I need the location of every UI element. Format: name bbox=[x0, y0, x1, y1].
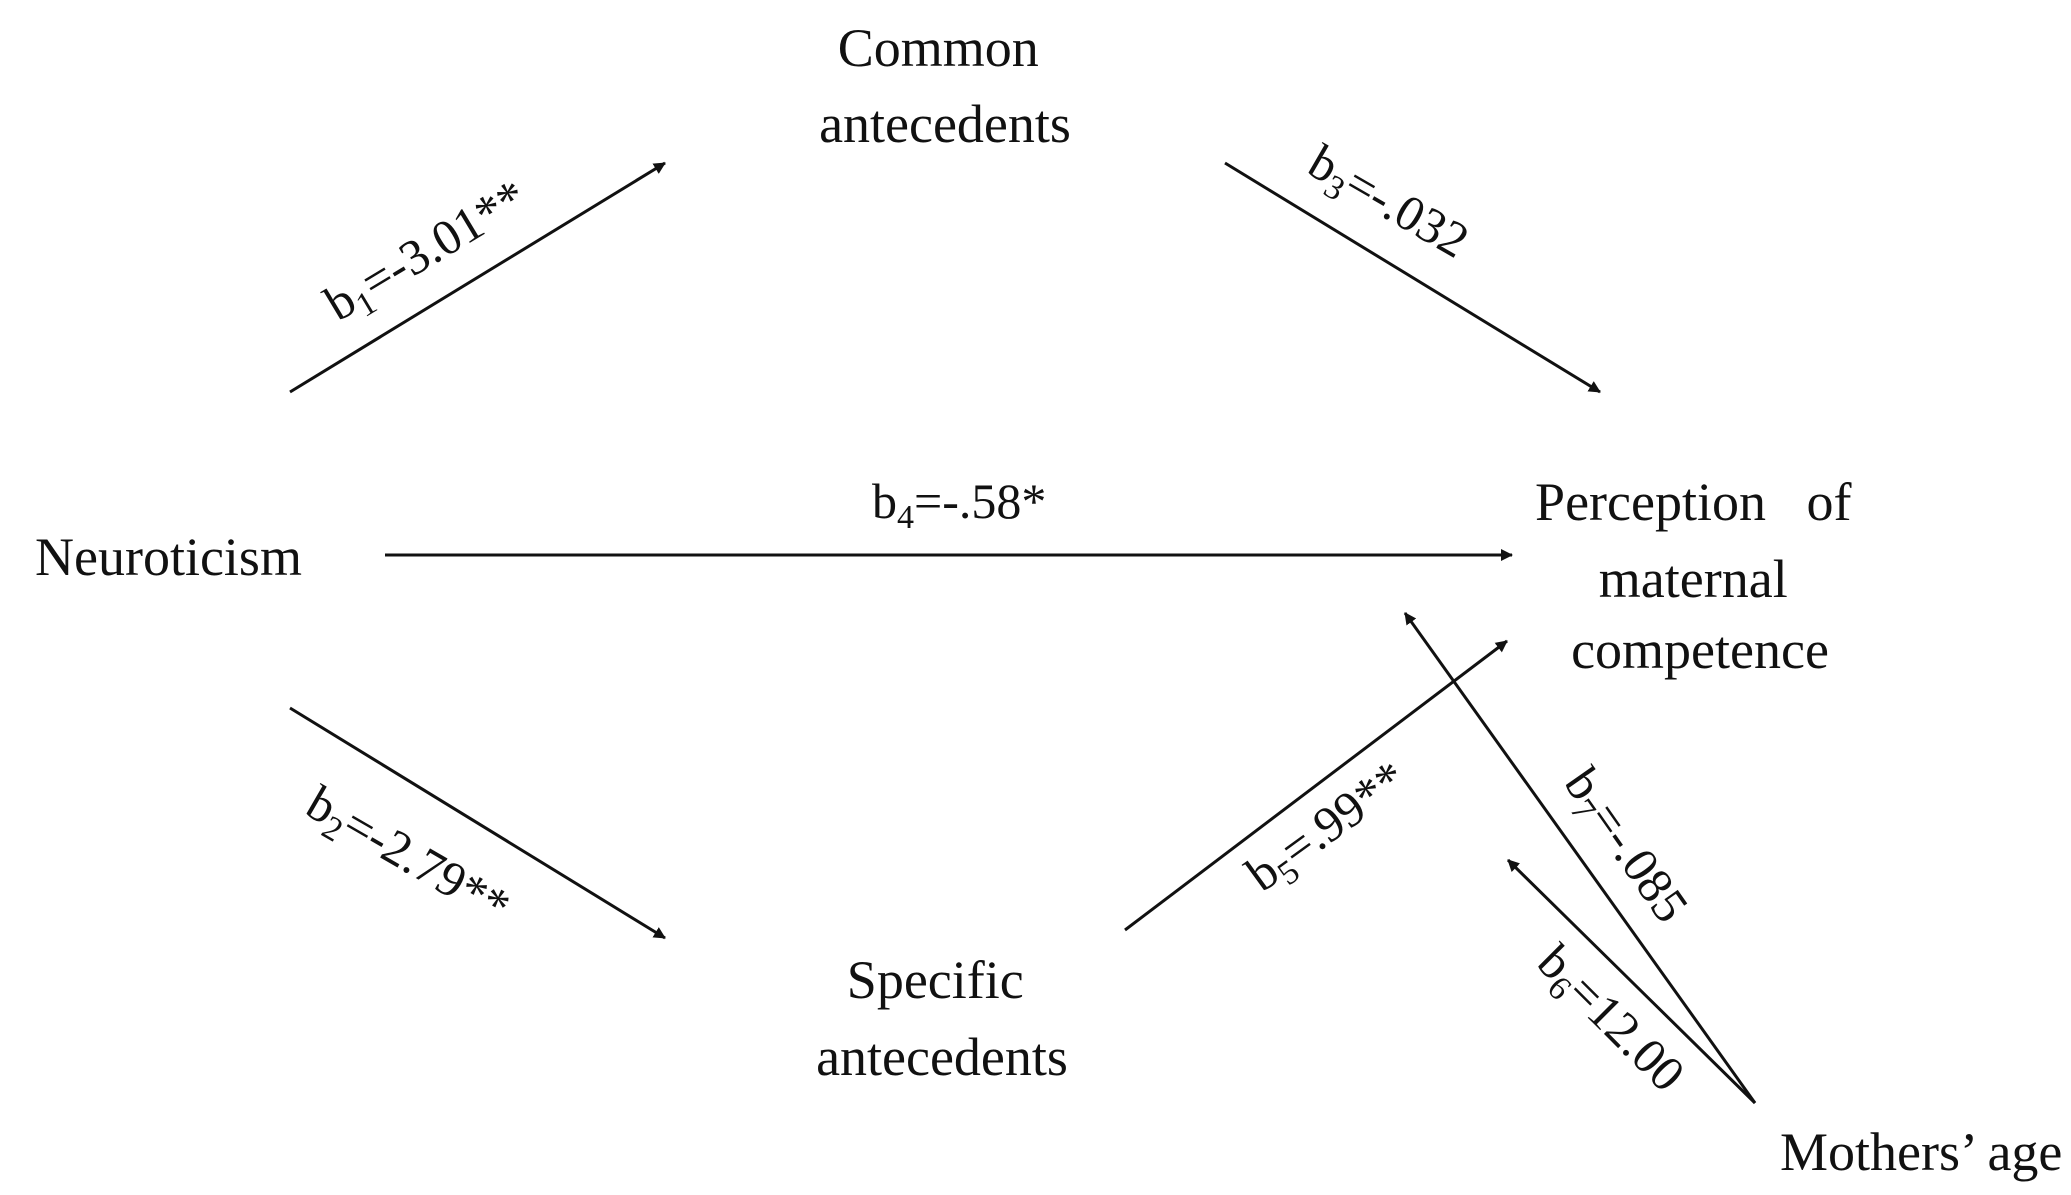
coef-b5: b5=.99** bbox=[1236, 749, 1421, 907]
coef-b3: b3=-.032 bbox=[1296, 133, 1478, 275]
coef-b4-value: =-.58* bbox=[914, 473, 1046, 529]
coef-b6-value: =12.00 bbox=[1557, 963, 1696, 1102]
node-specific-antecedents: Specific antecedents bbox=[816, 950, 1068, 1087]
coef-b1-value: =-3.01** bbox=[351, 168, 536, 310]
coef-b2: b2=-2.79** bbox=[294, 774, 520, 941]
arrow-b5-specific-to-perception bbox=[1124, 639, 1508, 932]
node-common-line-1: Common bbox=[838, 18, 1039, 78]
coef-b4: b4=-.58* bbox=[872, 473, 1046, 536]
node-perception-maternal-competence: Perception of maternal competence bbox=[1535, 472, 1865, 680]
arrow-b2-neuroticism-to-specific bbox=[289, 706, 666, 940]
coef-b5-value: =.99** bbox=[1270, 749, 1417, 877]
coef-b3-value: =-.032 bbox=[1336, 154, 1479, 269]
coef-b1: b1=-3.01** bbox=[315, 168, 540, 338]
node-mothers-age: Mothers’ age bbox=[1780, 1122, 2062, 1182]
node-neuroticism: Neuroticism bbox=[35, 527, 302, 587]
node-specific-line-2: antecedents bbox=[816, 1027, 1068, 1087]
node-common-line-2: antecedents bbox=[819, 94, 1071, 154]
node-specific-line-1: Specific bbox=[847, 950, 1024, 1010]
node-perception-line-2: maternal bbox=[1599, 549, 1788, 609]
node-common-antecedents: Common antecedents bbox=[819, 18, 1071, 154]
coef-b2-value: =-2.79** bbox=[334, 795, 520, 935]
node-perception-line-3: competence bbox=[1571, 620, 1829, 680]
arrow-b6-age-to-b5-path bbox=[1506, 858, 1757, 1105]
coef-b7-value: =-.085 bbox=[1578, 792, 1700, 933]
node-perception-line-1: Perception of bbox=[1535, 472, 1851, 532]
coef-b4-prefix: b bbox=[872, 473, 897, 529]
coef-b4-sub: 4 bbox=[897, 499, 914, 536]
arrow-b7-age-to-perception bbox=[1403, 612, 1757, 1104]
arrow-b1-neuroticism-to-common bbox=[289, 161, 666, 394]
arrow-b3-common-to-perception bbox=[1224, 161, 1601, 394]
